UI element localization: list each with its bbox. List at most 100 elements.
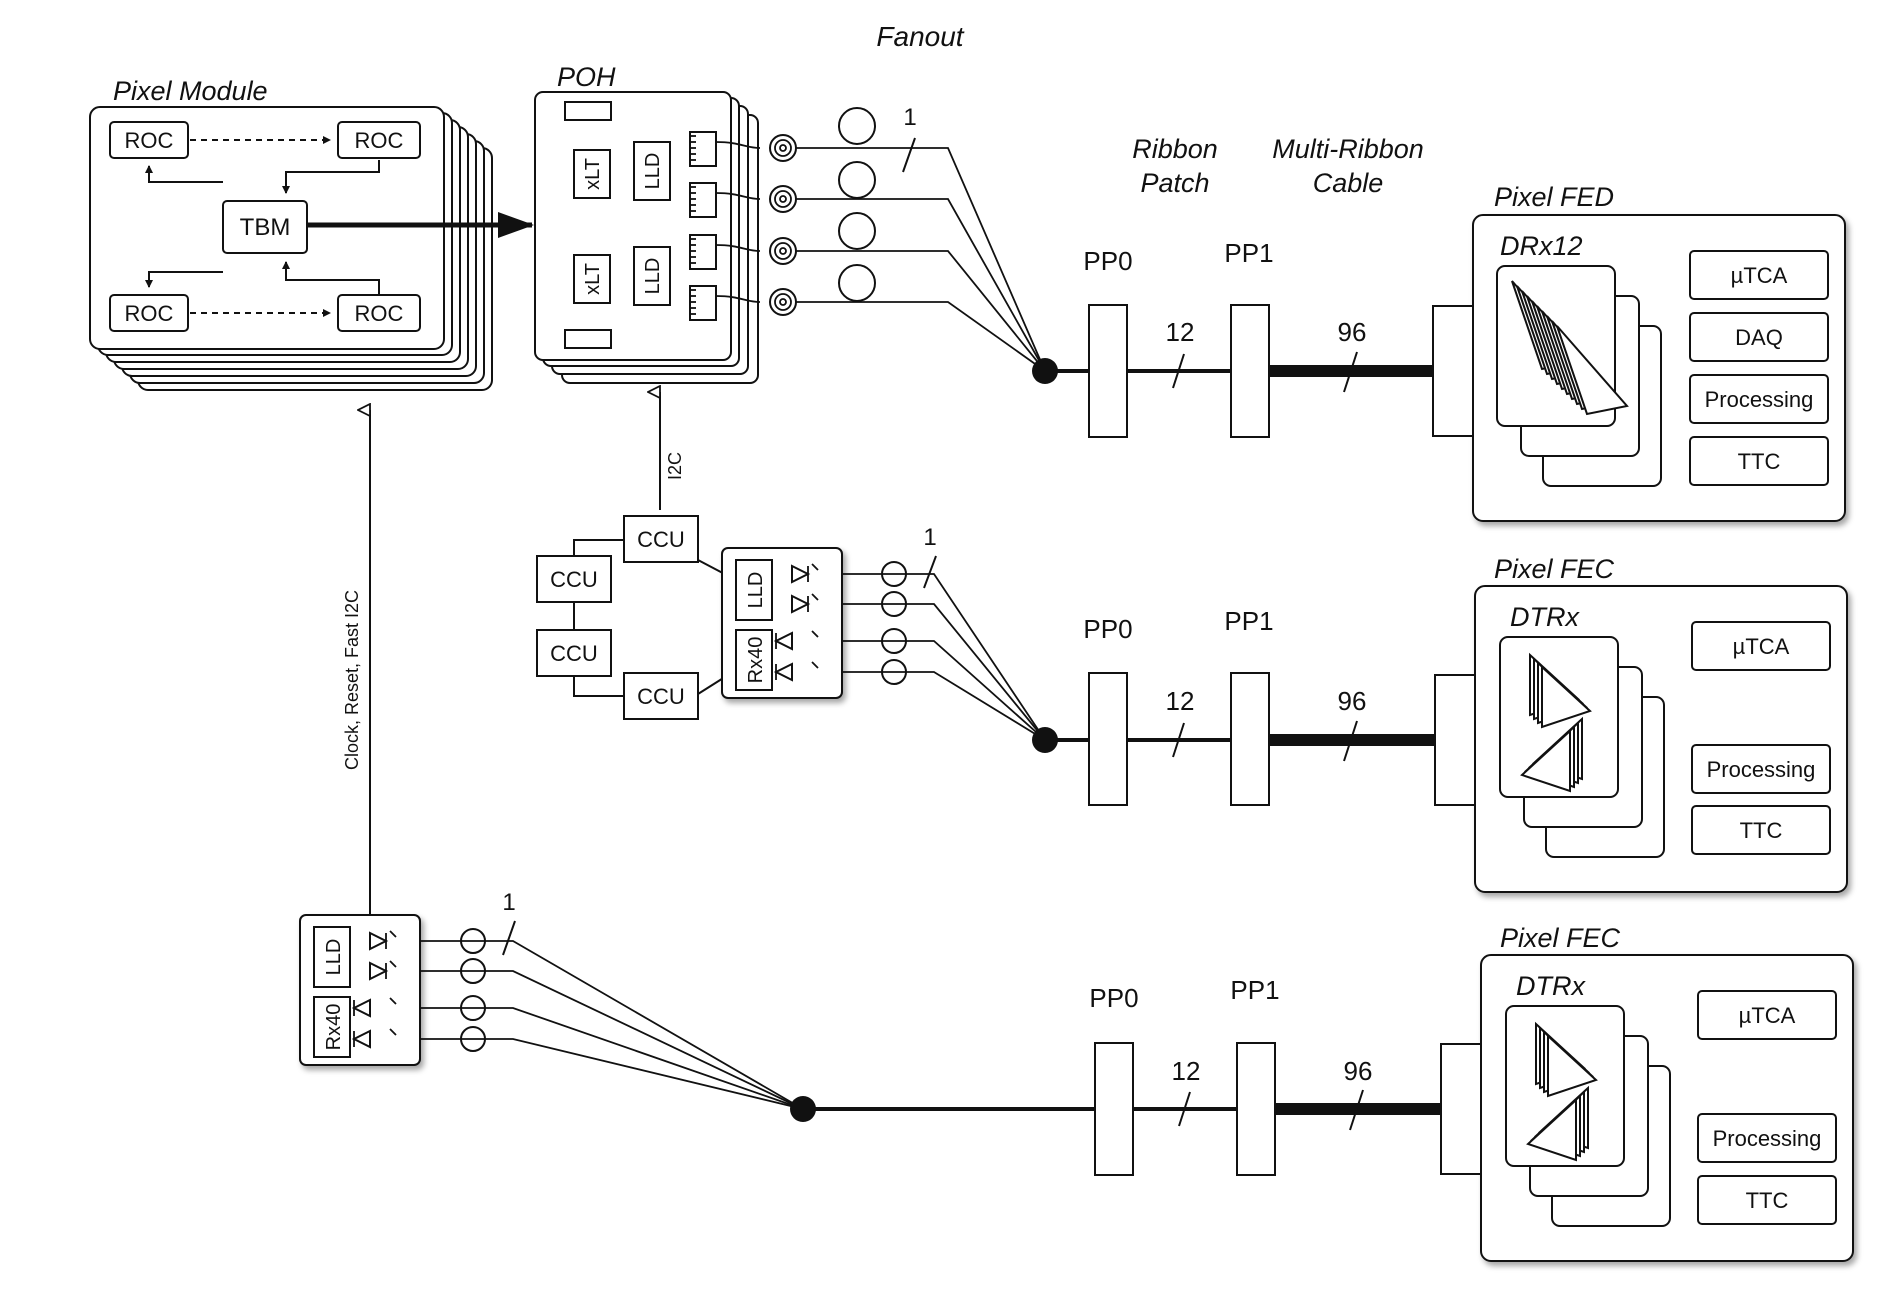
receiver-triangle [1541, 664, 1592, 729]
diode-emission [811, 630, 819, 638]
row3-backplane [1440, 1043, 1482, 1175]
laser-pigtail [715, 244, 761, 252]
ccu-top: CCU [623, 515, 699, 563]
laser-pigtail [715, 295, 761, 303]
function-box-ttc [1691, 805, 1831, 855]
optical-connector-core [779, 195, 787, 203]
row1-backplane [1432, 305, 1474, 437]
function-box-tca [1691, 621, 1831, 671]
function-label: Processing [1705, 387, 1814, 412]
function-box-tca [1689, 250, 1829, 300]
row1-crate-title: Pixel FED [1494, 182, 1614, 212]
optical-connector-ring [774, 190, 792, 208]
row2-pp0-label: PP0 [1083, 614, 1132, 644]
row2-fiber-count: 1 [923, 524, 936, 551]
fiber-line-4 [420, 1038, 804, 1110]
row2-count-96: 96 [1338, 686, 1367, 716]
receiver-triangle [1547, 1033, 1598, 1098]
roc-top-right: ROC [337, 121, 421, 159]
laser-pigtail [715, 141, 761, 149]
ribbon-patch-label: Ribbon [1132, 134, 1218, 164]
row3-fanout [420, 928, 804, 1110]
optical-connector-core [779, 298, 787, 306]
svg-text:CCU: CCU [550, 567, 598, 592]
poh-laser-modules [689, 131, 797, 321]
row2-fiber-slash [923, 555, 937, 589]
optical-connector-2 [769, 185, 797, 213]
row1-pp1 [1230, 304, 1270, 438]
fiber-line-4 [842, 671, 1046, 741]
row3-count-12: 12 [1172, 1056, 1201, 1086]
row3-fiber-count: 1 [502, 889, 515, 916]
poh-lld-2: LLD [633, 246, 671, 306]
fiber-line-1 [796, 147, 1046, 372]
row3-pp1 [1236, 1042, 1276, 1176]
rx40-label: Rx40 [323, 1004, 345, 1051]
function-label: TTC [1738, 449, 1781, 474]
row2-transceiver-cards [1499, 636, 1665, 858]
row2-slash-12 [1172, 722, 1185, 758]
row1-fanout [796, 107, 1046, 372]
optical-connector-ring [774, 139, 792, 157]
roc-tbm-link-4 [282, 261, 380, 294]
poh-xlt-1: xLT [573, 149, 611, 199]
row2-fanout-node [1032, 727, 1058, 753]
function-label: DAQ [1735, 325, 1783, 350]
ccu-left-lower: CCU [536, 629, 612, 677]
row3-pp0-label: PP0 [1089, 983, 1138, 1013]
diode-emission [811, 563, 819, 571]
optical-connector-ring [774, 242, 792, 260]
row3-card-title: DTRx [1516, 971, 1586, 1001]
tbm-roc-link-3 [145, 271, 223, 288]
row1-card-title: DRx12 [1500, 231, 1583, 261]
row1-slash-12 [1172, 353, 1185, 389]
row3-fiber-slash [502, 920, 516, 956]
pixel-module-title: Pixel Module [113, 76, 268, 106]
row3-crate-title: Pixel FEC [1500, 923, 1621, 953]
row1-fanout-node [1032, 358, 1058, 384]
svg-text:ROC: ROC [355, 301, 404, 326]
row1-fiber-slash [902, 137, 916, 173]
laser-diode-icon [791, 564, 811, 584]
row2-pp0 [1088, 672, 1128, 806]
lld-chip [313, 926, 351, 988]
fiber-line-3 [842, 640, 1046, 741]
row3-pp1-label: PP1 [1230, 975, 1279, 1005]
function-box-processing [1691, 744, 1831, 794]
row2-slash-96 [1343, 720, 1358, 762]
tbm-chip: TBM [222, 200, 308, 254]
roc-bottom-left: ROC [109, 294, 189, 332]
transmitter-triangle [1520, 728, 1571, 793]
row1-pp0-label: PP0 [1083, 246, 1132, 276]
fiber-line-1 [842, 573, 1046, 741]
function-label: µTCA [1731, 263, 1788, 288]
ccu-ring-link-1 [573, 539, 624, 556]
optical-connector-4 [769, 288, 797, 316]
svg-text:ROC: ROC [125, 128, 174, 153]
diode-emission [811, 661, 819, 669]
diode-emission [389, 997, 397, 1005]
fiber-line-2 [796, 198, 1046, 372]
fiber-line-3 [796, 250, 1046, 372]
fanout-ring-3 [838, 212, 876, 250]
row1-fiber-count: 1 [903, 104, 916, 131]
diode-emission [389, 960, 397, 968]
ccu-bottom: CCU [623, 672, 699, 720]
fiber-line-2 [420, 970, 804, 1110]
row2-backplane [1434, 674, 1476, 806]
function-box-ttc [1689, 436, 1829, 486]
photodiode-icon [773, 662, 793, 682]
roc-tbm-link-2 [282, 160, 380, 194]
svg-text:xLT: xLT [582, 158, 604, 190]
row1-slash-96 [1343, 351, 1358, 393]
ribbon-patch-label-2: Patch [1140, 168, 1209, 198]
roc-bottom-right: ROC [337, 294, 421, 332]
fanout-ring-1 [838, 107, 876, 145]
function-label: µTCA [1739, 1003, 1796, 1028]
multi-ribbon-label: Multi-Ribbon [1272, 134, 1424, 164]
row3-transceiver-cards [1505, 1005, 1671, 1227]
